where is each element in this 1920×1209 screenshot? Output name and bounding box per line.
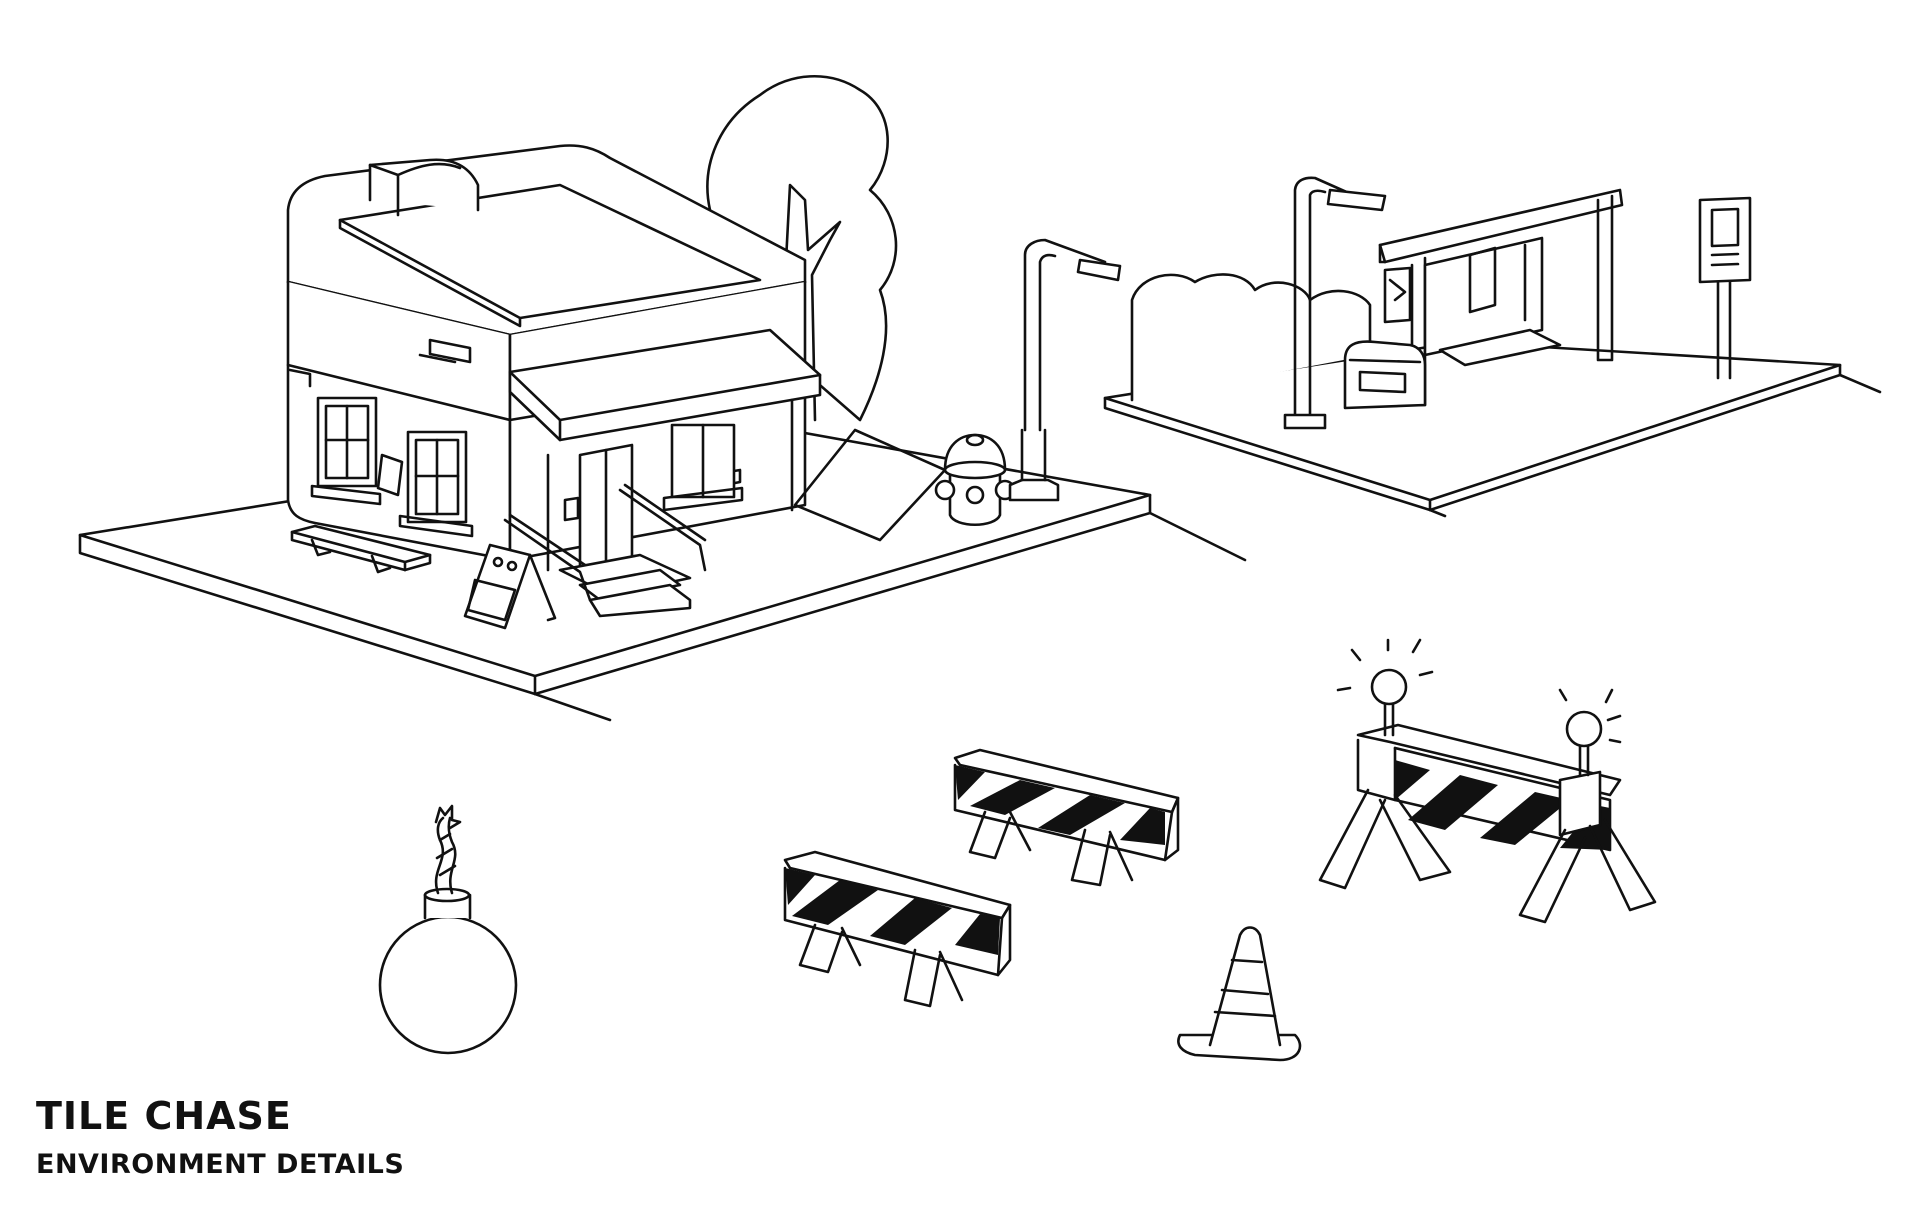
trash-bin xyxy=(1345,342,1425,408)
road-barrier-large xyxy=(1320,640,1655,922)
road-barrier-small xyxy=(955,750,1178,885)
shop-building xyxy=(288,146,820,617)
fire-hydrant xyxy=(936,435,1014,525)
road-barrier-small xyxy=(785,852,1010,1006)
entrance-steps xyxy=(505,485,705,616)
warning-light xyxy=(1338,640,1432,735)
street-lamp xyxy=(1285,178,1385,428)
window xyxy=(664,425,742,510)
sheet-subtitle: ENVIRONMENT DETAILS xyxy=(36,1149,405,1180)
bench xyxy=(292,526,430,572)
sheet-caption: TILE CHASE ENVIRONMENT DETAILS xyxy=(36,1097,404,1178)
traffic-cone xyxy=(1178,928,1300,1061)
street-lamp xyxy=(1010,240,1120,500)
sign-post xyxy=(1700,198,1750,378)
awning xyxy=(510,330,820,570)
bus-stop-tile xyxy=(1105,178,1880,516)
warning-light xyxy=(1560,690,1620,775)
bus-shelter xyxy=(1380,190,1622,405)
window xyxy=(378,432,472,536)
sandwich-sign xyxy=(465,545,555,628)
barrier-stripes xyxy=(785,868,1000,955)
shop-building-tile xyxy=(80,76,1245,720)
barrier-stripes xyxy=(955,765,1165,845)
window xyxy=(312,398,380,504)
bomb xyxy=(380,806,516,1053)
sheet-title: TILE CHASE xyxy=(36,1094,292,1138)
